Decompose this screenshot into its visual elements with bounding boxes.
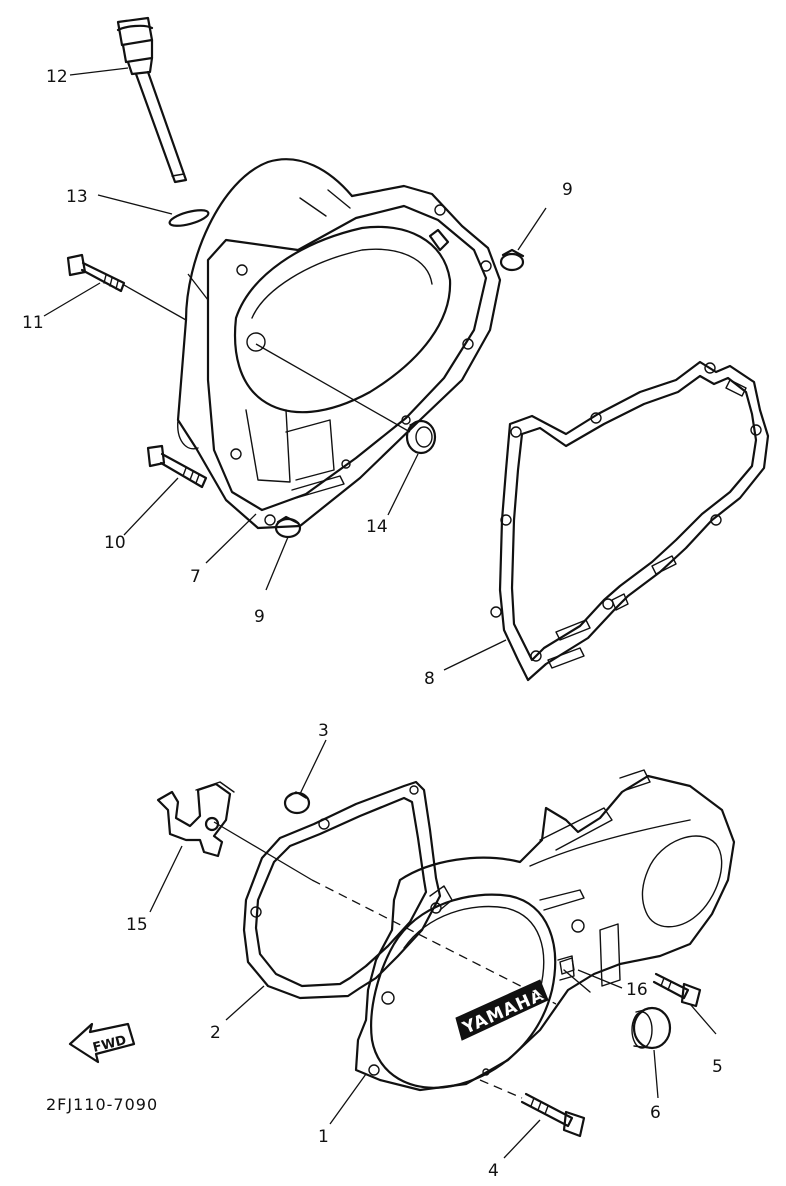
o-ring-part-13 xyxy=(168,209,210,227)
callout-9-lower: 9 xyxy=(254,607,265,627)
gasket-part-8 xyxy=(490,360,770,682)
callout-6: 6 xyxy=(650,1103,661,1123)
bracket-part-15 xyxy=(156,781,235,858)
callout-11: 11 xyxy=(22,313,44,333)
callout-7: 7 xyxy=(190,567,201,587)
callout-16: 16 xyxy=(626,980,648,1000)
oil-seal-part-14 xyxy=(405,419,437,455)
plug-part-3 xyxy=(283,791,311,815)
callout-1: 1 xyxy=(318,1127,329,1147)
callout-8: 8 xyxy=(424,669,435,689)
forward-direction-arrow: FWD xyxy=(68,1022,136,1064)
lower-leaders xyxy=(149,739,717,1159)
gasket-part-2 xyxy=(242,780,442,1000)
callout-13: 13 xyxy=(66,187,88,207)
callout-15: 15 xyxy=(126,915,148,935)
callout-4: 4 xyxy=(488,1161,499,1181)
callout-5: 5 xyxy=(712,1057,723,1077)
spacer-part-16 xyxy=(559,957,591,993)
plug-part-6 xyxy=(631,1006,672,1050)
bolt-part-4 xyxy=(520,1092,586,1138)
dipstick-part-12 xyxy=(116,16,188,184)
callout-12: 12 xyxy=(46,67,68,87)
crankcase-cover-part-1: YAMAHA xyxy=(354,769,736,1092)
callout-9-upper: 9 xyxy=(562,180,573,200)
callout-3: 3 xyxy=(318,721,329,741)
bolt-part-11 xyxy=(66,253,126,293)
callout-14: 14 xyxy=(366,517,388,537)
diagram-code: 2FJ110-7090 xyxy=(46,1095,158,1114)
callout-2: 2 xyxy=(210,1023,221,1043)
bolt-part-10 xyxy=(146,444,208,489)
bolt-part-5 xyxy=(652,972,702,1008)
dowel-pin-part-9-upper xyxy=(499,248,525,272)
fwd-label: FWD xyxy=(91,1033,128,1056)
upper-leaders xyxy=(43,67,547,671)
crankcase-cover-part-7 xyxy=(176,158,502,530)
callout-10: 10 xyxy=(104,533,126,553)
